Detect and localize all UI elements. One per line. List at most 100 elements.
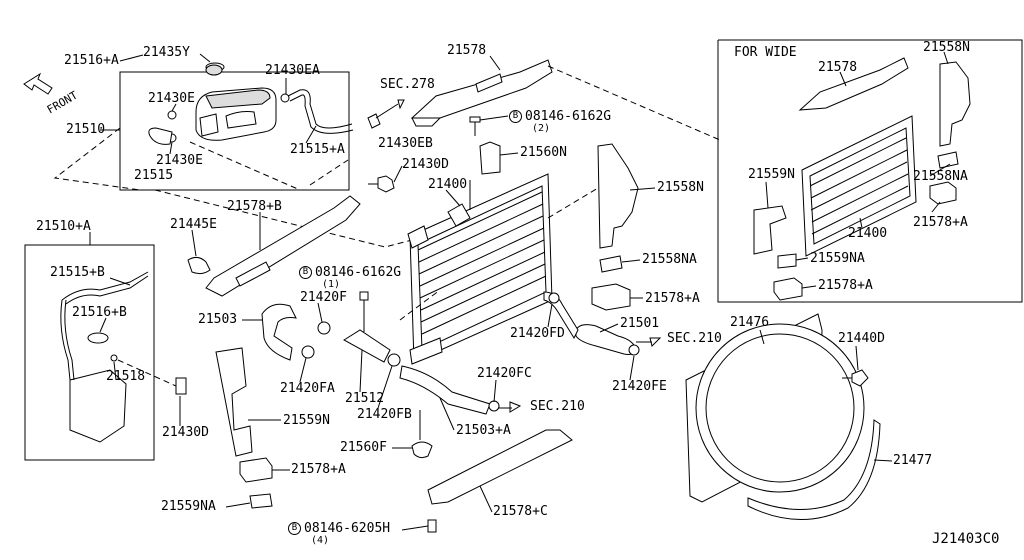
label-21477: 21477 — [893, 453, 933, 468]
lower-shroud-21578c — [427, 429, 573, 505]
label-21516b: 21516+B — [72, 305, 127, 320]
block-21559na — [249, 493, 273, 509]
label-21445e: 21445E — [170, 217, 217, 232]
clamp-21420fb — [387, 353, 401, 367]
upper-shroud-21578 — [410, 59, 553, 127]
block-21558na — [599, 255, 623, 273]
label-21578: 21578 — [447, 43, 487, 58]
for-wide-box — [717, 39, 1023, 303]
label-21560n: 21560N — [520, 145, 567, 160]
lower-shroud-21477 — [747, 419, 881, 520]
radiator-21400 — [407, 173, 553, 365]
clamp-21420fe — [628, 344, 640, 356]
pipe-21512 — [343, 329, 391, 363]
label-21558na: 21558NA — [642, 252, 697, 267]
label-21560f: 21560F — [340, 440, 387, 455]
bolt-08146-6162g — [469, 116, 481, 136]
clamp-21420fa — [301, 345, 315, 359]
label-21578a-mid: 21578+A — [645, 291, 700, 306]
label-21420fa: 21420FA — [280, 381, 335, 396]
inset-title: FOR WIDE — [734, 45, 797, 60]
label-21430d-bot: 21430D — [162, 425, 209, 440]
label-21430e-top: 21430E — [148, 91, 195, 106]
hose-21515a — [285, 89, 353, 129]
bolt-21430d-bot — [175, 377, 187, 395]
label-21510: 21510 — [66, 122, 106, 137]
label-21430d-top: 21430D — [402, 157, 449, 172]
label-21420fb: 21420FB — [357, 407, 412, 422]
label-21501: 21501 — [620, 316, 660, 331]
inset-label-21559n: 21559N — [748, 167, 795, 182]
inset-label-21558n: 21558N — [923, 40, 970, 55]
label-08146-6205h-qty: (4) — [311, 535, 330, 546]
sec210-arrow-mid-icon — [509, 401, 522, 413]
fan-shroud-21476 — [685, 313, 865, 503]
label-21440d: 21440D — [838, 331, 885, 346]
label-21512: 21512 — [345, 391, 385, 406]
inset-label-21559na: 21559NA — [810, 251, 865, 266]
bolt-marker-b-1: B — [509, 110, 522, 123]
label-21559n: 21559N — [283, 413, 330, 428]
label-21510a: 21510+A — [36, 219, 91, 234]
bracket-21560n — [479, 141, 501, 175]
label-21420fe: 21420FE — [612, 379, 667, 394]
inset-label-21558na: 21558NA — [913, 169, 968, 184]
bolt-08146-6162g-b — [359, 291, 369, 301]
label-21400: 21400 — [428, 177, 468, 192]
block-21578a-mid — [591, 283, 631, 311]
label-21420fc: 21420FC — [477, 366, 532, 381]
bolt-marker-b-2: B — [299, 266, 312, 279]
label-08146-6162g-qty: (2) — [532, 123, 551, 134]
bolt-08146-6205h — [427, 519, 437, 533]
grommet-21445e — [187, 256, 211, 275]
label-08146-6162g: 08146-6162G — [525, 109, 612, 124]
label-21420fd: 21420FD — [510, 326, 565, 341]
label-sec210-mid: SEC.210 — [530, 399, 585, 414]
label-21420f: 21420F — [300, 290, 347, 305]
label-21516a: 21516+A — [64, 53, 119, 68]
label-21430e-bot: 21430E — [156, 153, 203, 168]
inset-label-21578a-a: 21578+A — [913, 215, 968, 230]
bolt-marker-b-3: B — [288, 522, 301, 535]
label-21430ea: 21430EA — [265, 63, 320, 78]
label-21559na: 21559NA — [161, 499, 216, 514]
label-21503: 21503 — [198, 312, 238, 327]
label-21515: 21515 — [134, 168, 174, 183]
front-arrow-icon — [23, 72, 53, 95]
clamp-21420fd — [548, 292, 560, 304]
inset-for-wide-drawing — [753, 57, 971, 301]
clamp-21420f — [317, 321, 331, 335]
label-21435y: 21435Y — [143, 45, 190, 60]
label-21476: 21476 — [730, 315, 770, 330]
label-21558n: 21558N — [657, 180, 704, 195]
label-21430eb: 21430EB — [378, 136, 433, 151]
grommet-21560f — [411, 441, 433, 459]
reservoir-tank — [195, 62, 277, 141]
label-08146-6162g-b-qty: (1) — [322, 279, 341, 290]
label-08146-6162g-b: 08146-6162G — [315, 265, 402, 280]
label-21578c: 21578+C — [493, 504, 548, 519]
block-21578a-bot — [239, 457, 273, 483]
bolt-21440d — [851, 369, 869, 387]
hose-21503 — [261, 303, 297, 361]
inset-label-21400: 21400 — [848, 226, 888, 241]
label-sec210-right: SEC.210 — [667, 331, 722, 346]
diagram-code: J21403C0 — [932, 531, 1000, 547]
label-21515b: 21515+B — [50, 265, 105, 280]
bolt-21430d-top — [368, 175, 395, 193]
inset-label-21578a-b: 21578+A — [818, 278, 873, 293]
label-sec278: SEC.278 — [380, 77, 435, 92]
label-21578b: 21578+B — [227, 199, 282, 214]
label-21578a-bot: 21578+A — [291, 462, 346, 477]
side-shroud-21558n — [597, 143, 639, 249]
inset-label-21578: 21578 — [818, 60, 858, 75]
reservoir-alt-21510a — [60, 271, 149, 443]
label-08146-6205h: 08146-6205H — [304, 521, 391, 536]
hose-21515 — [148, 127, 173, 145]
label-21503a: 21503+A — [456, 423, 511, 438]
bracket-21559n — [215, 347, 253, 457]
label-21515a: 21515+A — [290, 142, 345, 157]
